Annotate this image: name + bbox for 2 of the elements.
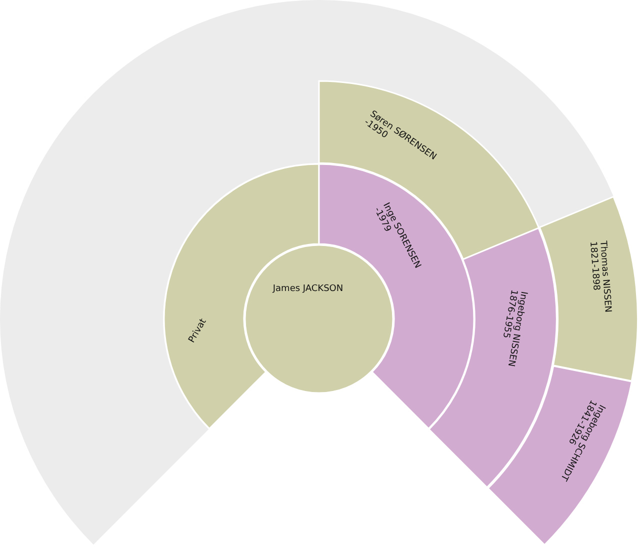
person-name: James JACKSON: [272, 284, 344, 294]
life-dates: 1821-1898: [588, 241, 601, 291]
